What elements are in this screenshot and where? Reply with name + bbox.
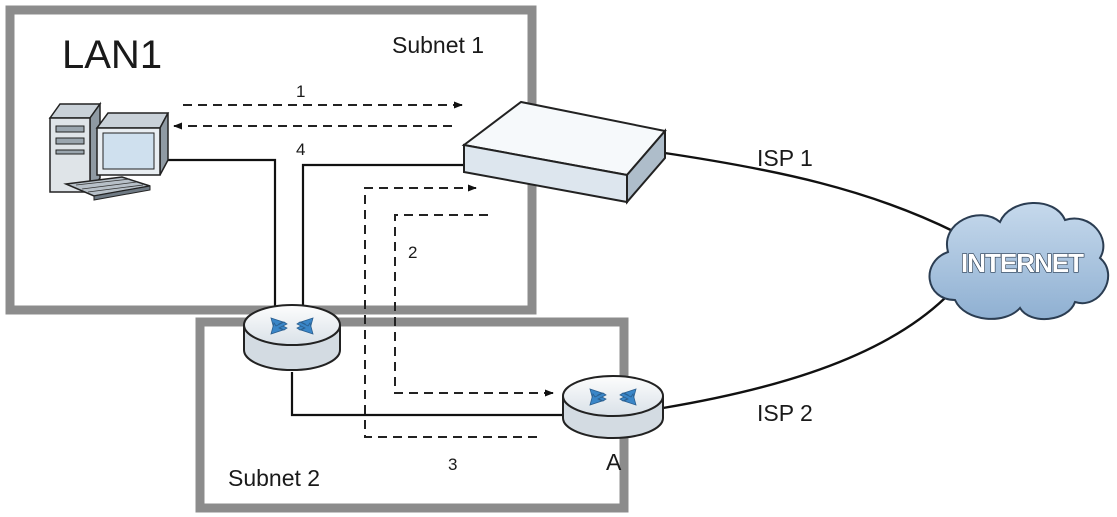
router-a-icon (562, 375, 664, 439)
path-4-label: 4 (296, 140, 305, 159)
subnet-1-label: Subnet 1 (392, 32, 484, 58)
subnet-2-label: Subnet 2 (228, 465, 320, 491)
path-1-label: 1 (296, 82, 305, 101)
isp-1-label: ISP 1 (757, 145, 813, 171)
path-2-arrow (394, 214, 554, 397)
router-a-label: A (606, 449, 622, 475)
path-3-label: 3 (448, 455, 457, 474)
lan-label: LAN1 (62, 33, 162, 77)
internet-label: INTERNET (961, 248, 1084, 278)
computer-icon (48, 101, 170, 201)
path-2-label: 2 (408, 243, 417, 262)
router-to-router-a-wire (290, 372, 563, 417)
router-icon (243, 304, 341, 371)
router-to-switch-wire (301, 163, 466, 318)
internet-cloud-icon (928, 202, 1110, 321)
isp-2-link (662, 297, 946, 410)
gateway-device-icon (461, 100, 667, 205)
isp-2-label: ISP 2 (757, 400, 813, 426)
pc-to-router-wire (162, 158, 277, 318)
isp-1-link (657, 150, 956, 234)
